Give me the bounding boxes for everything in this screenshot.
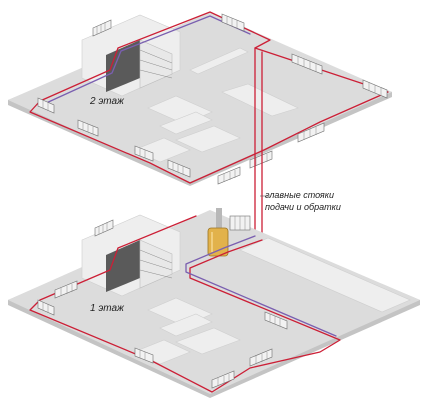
floor-2-wall bbox=[175, 125, 241, 153]
radiator-icon bbox=[54, 280, 78, 299]
floor-1-stair-shadow bbox=[106, 240, 140, 292]
floor-2-supply-pipe bbox=[29, 11, 389, 184]
floor-1-wall bbox=[159, 313, 213, 337]
floor-1 bbox=[8, 208, 420, 398]
floor-2-slab bbox=[8, 12, 392, 182]
radiator-icon bbox=[37, 97, 55, 114]
risers-label: главные стояки подачи и обратки bbox=[265, 189, 341, 213]
main-risers bbox=[254, 47, 270, 241]
risers-label-line1: главные стояки bbox=[265, 190, 334, 200]
floor-2-label: 2 этаж bbox=[90, 96, 124, 107]
radiator-icon bbox=[249, 348, 273, 367]
radiator-icon bbox=[92, 19, 112, 37]
floor-1-label: 1 этаж bbox=[90, 303, 124, 314]
radiator-icon bbox=[134, 145, 154, 162]
radiator-icon bbox=[94, 219, 114, 237]
radiator-icon bbox=[221, 13, 245, 32]
radiator-icon bbox=[264, 311, 288, 330]
risers-label-line2: подачи и обратки bbox=[265, 202, 341, 212]
radiator-icon bbox=[297, 122, 325, 143]
radiator-icon bbox=[77, 119, 99, 137]
floor-2-stair-shadow bbox=[106, 40, 140, 92]
floor-2-wall bbox=[189, 47, 249, 75]
radiator-icon bbox=[362, 79, 388, 99]
radiator-icon bbox=[217, 166, 241, 185]
radiator-icon bbox=[37, 299, 55, 316]
radiator-icon bbox=[211, 370, 235, 389]
floor-2-wall bbox=[159, 111, 213, 135]
floor-1-return-pipe bbox=[185, 235, 337, 337]
radiator-icon bbox=[167, 159, 191, 178]
radiator-icon bbox=[134, 347, 154, 364]
radiator-icon bbox=[291, 53, 323, 75]
floor-1-wall bbox=[239, 237, 411, 313]
floor-2 bbox=[8, 11, 392, 186]
floor-1-wall bbox=[175, 327, 241, 355]
